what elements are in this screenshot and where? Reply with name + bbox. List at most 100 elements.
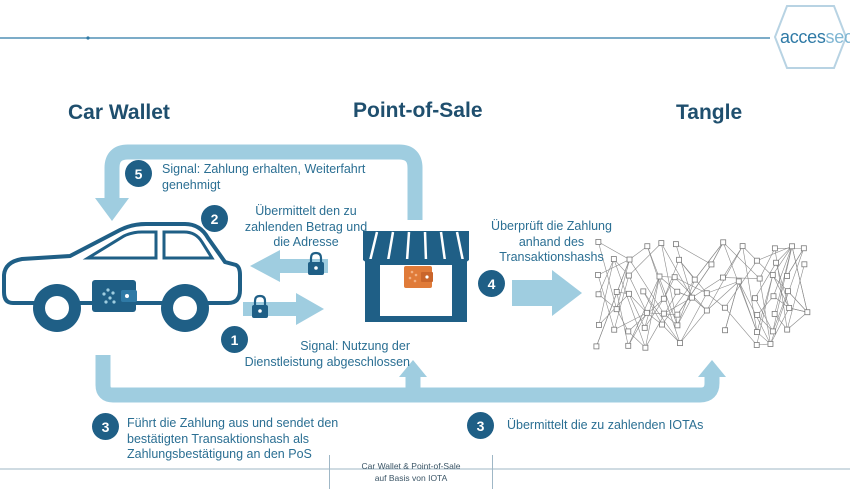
tangle-edge [775,262,790,309]
tangle-node [800,245,807,252]
tangle-node [626,290,632,297]
tangle-edge [756,245,793,261]
point-of-sale-icon [363,231,469,322]
tangle-edge [787,290,808,313]
tangle-edge [679,310,708,344]
tangle-edge [773,246,793,297]
tangle-node [703,290,710,297]
tangle-edge [598,241,630,260]
accessec-logo-frame [773,5,848,69]
tangle-node [720,274,726,281]
tangle-edge [616,259,630,310]
step-3-car-text: Führt die Zahlung aus und sendet den bes… [127,416,339,461]
tangle-edge [679,293,708,344]
arrow-3-head-pos [399,360,427,377]
tangle-edge [722,242,760,279]
tangle-edge [724,281,740,331]
step-4-text: Überprüft die Zahlung anhand des Transak… [491,219,612,264]
tangle-node [753,257,760,264]
tangle-node [660,310,667,317]
tangle-node [644,243,651,250]
tangle-edge [694,242,724,280]
tangle-edge [770,248,805,345]
tangle-node [643,309,650,316]
tangle-node [659,321,665,328]
tangle-edge [772,246,793,276]
tangle-edge [643,291,663,325]
tangle-node [720,239,727,246]
step-2-text: Übermittelt den zu zahlenden Betrag und … [244,204,368,249]
tangle-node [674,288,681,295]
tangle-node [784,273,790,279]
tangle-node [703,307,710,314]
tangle-node [789,243,795,250]
tangle-node [708,261,715,268]
step-3-tangle-text: Übermittelt die zu zahlenden IOTAs [507,418,704,432]
tangle-node [626,256,633,263]
tangle-node [804,309,811,316]
tangle-node [625,272,632,279]
tangle-edge [706,281,739,311]
tangle-node [640,288,647,295]
tangle-node [625,328,632,335]
tangle-edge [613,258,646,348]
tangle-node [595,239,602,245]
step-badge-1: 1 [221,326,248,353]
tangle-edge [677,264,712,315]
tangle-edge [722,245,743,278]
tangle-edge [598,258,615,295]
tangle-node [691,276,698,283]
tangle-node [610,256,617,262]
tangle-edge [706,293,726,308]
tangle-edge [674,277,708,311]
step-5-text: Signal: Zahlung erhalten, Weiterfahrt ge… [162,162,366,192]
tangle-node [674,322,681,329]
tangle-edge [675,244,693,298]
tangle-node [784,326,791,333]
tangle-edge [678,259,708,294]
tangle-edge [789,307,808,313]
tangle-node [676,256,682,263]
tangle-node [771,245,778,252]
wallet-icon [92,280,137,312]
tangle-node [754,312,761,318]
tangle-node [756,275,763,282]
tangle-node [642,344,649,351]
tangle-edge [772,246,793,332]
tangle-edge [629,245,648,260]
tangle-node [674,311,681,318]
arrow-4 [512,270,582,316]
tangle-edge [645,276,660,348]
tangle-edge [645,291,678,348]
tangle-edge [706,281,739,294]
tangle-node [595,291,602,298]
tangle-edge [644,276,660,328]
tangle-node [785,288,791,295]
tangle-edge [754,262,777,299]
tangle-edge [756,274,774,333]
tangle-edge [722,277,760,279]
tangle-edge [675,243,712,265]
tangle-edge [628,293,648,314]
tangle-edge [616,309,629,332]
accessec-logo: accessec [780,27,850,48]
tangle-edge [628,312,648,346]
arrow-5-head [95,198,129,221]
tangle-node [625,342,632,349]
heading-tangle: Tangle [676,101,743,124]
tangle-node [735,278,742,285]
tangle-edge [770,307,790,345]
tangle-node [770,293,777,300]
arrow-3-head-tangle [698,360,726,377]
tangle-edge [786,264,805,330]
tangle-edge [597,259,630,276]
tangle-edge [756,296,774,316]
tangle-node [769,272,776,278]
tangle-node [658,240,665,247]
tangle-node [689,294,695,301]
tangle-edge [661,242,693,298]
tangle-edge [724,307,757,346]
padlock-icon [252,294,268,318]
tangle-node [671,274,678,281]
